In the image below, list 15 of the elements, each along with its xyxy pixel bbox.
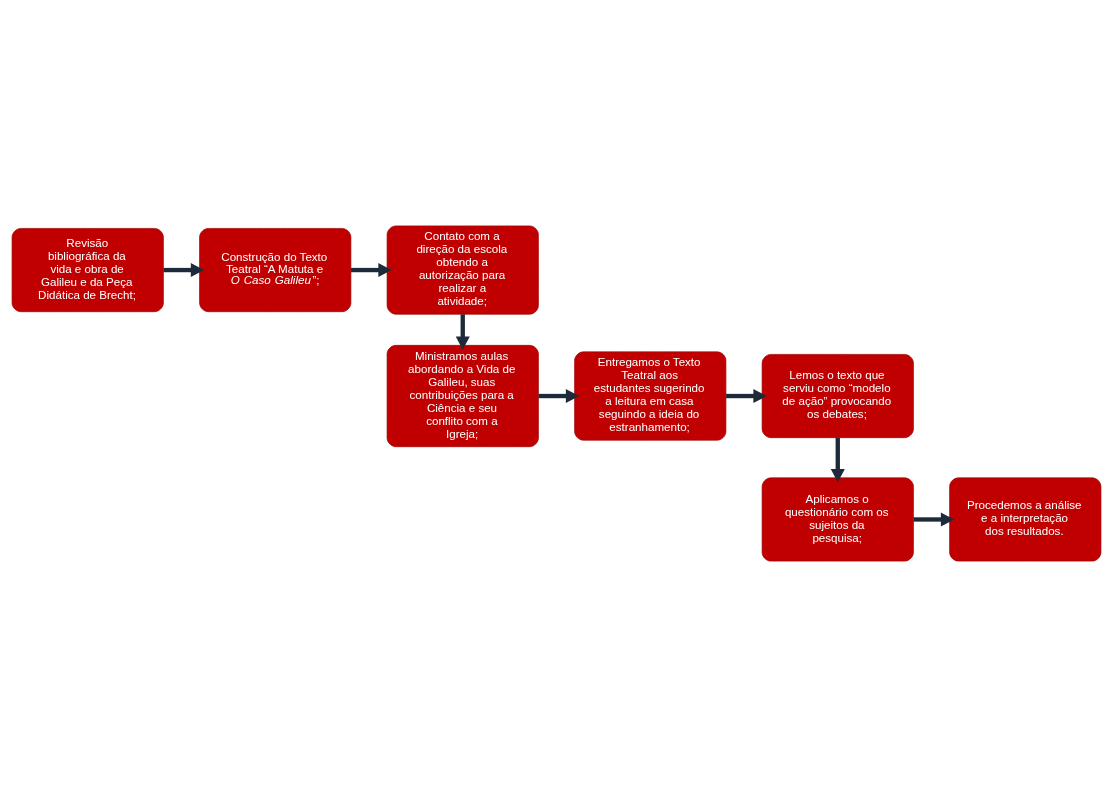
node-box: Revisão bibliográfica da vida e obra de Galileu e da Peça Didática de Brecht; <box>11 228 164 313</box>
arrow <box>538 389 580 404</box>
arrow <box>913 512 955 527</box>
arrow <box>455 314 470 350</box>
arrow <box>830 437 845 483</box>
node-box: Construção do Texto Teatral “A Matuta e O Caso Galileu”; <box>199 228 352 313</box>
node-box: Contato com a direção da escola obtendo a autorização para realizar a atividade; <box>386 225 539 315</box>
node-box: Entregamos o Texto Teatral aos estudantes sugerindo a leitura em casa seguindo a ideia do estranhamento; <box>574 351 727 441</box>
node-box: Lemos o texto que serviu como “modelo de ação” provocando os debates; <box>761 354 914 439</box>
node-box: Procedemos a análise e a interpretação dos resultados. <box>949 477 1102 562</box>
arrow <box>726 389 767 404</box>
node-box: Ministramos aulas abordando a Vida de Galileu, suas contribuições para a Ciência e seu conflito com a Igreja; <box>386 345 539 448</box>
arrow <box>351 263 392 278</box>
arrow <box>163 263 205 278</box>
node-box: Aplicamos o questionário com os sujeitos da pesquisa; <box>761 477 914 562</box>
